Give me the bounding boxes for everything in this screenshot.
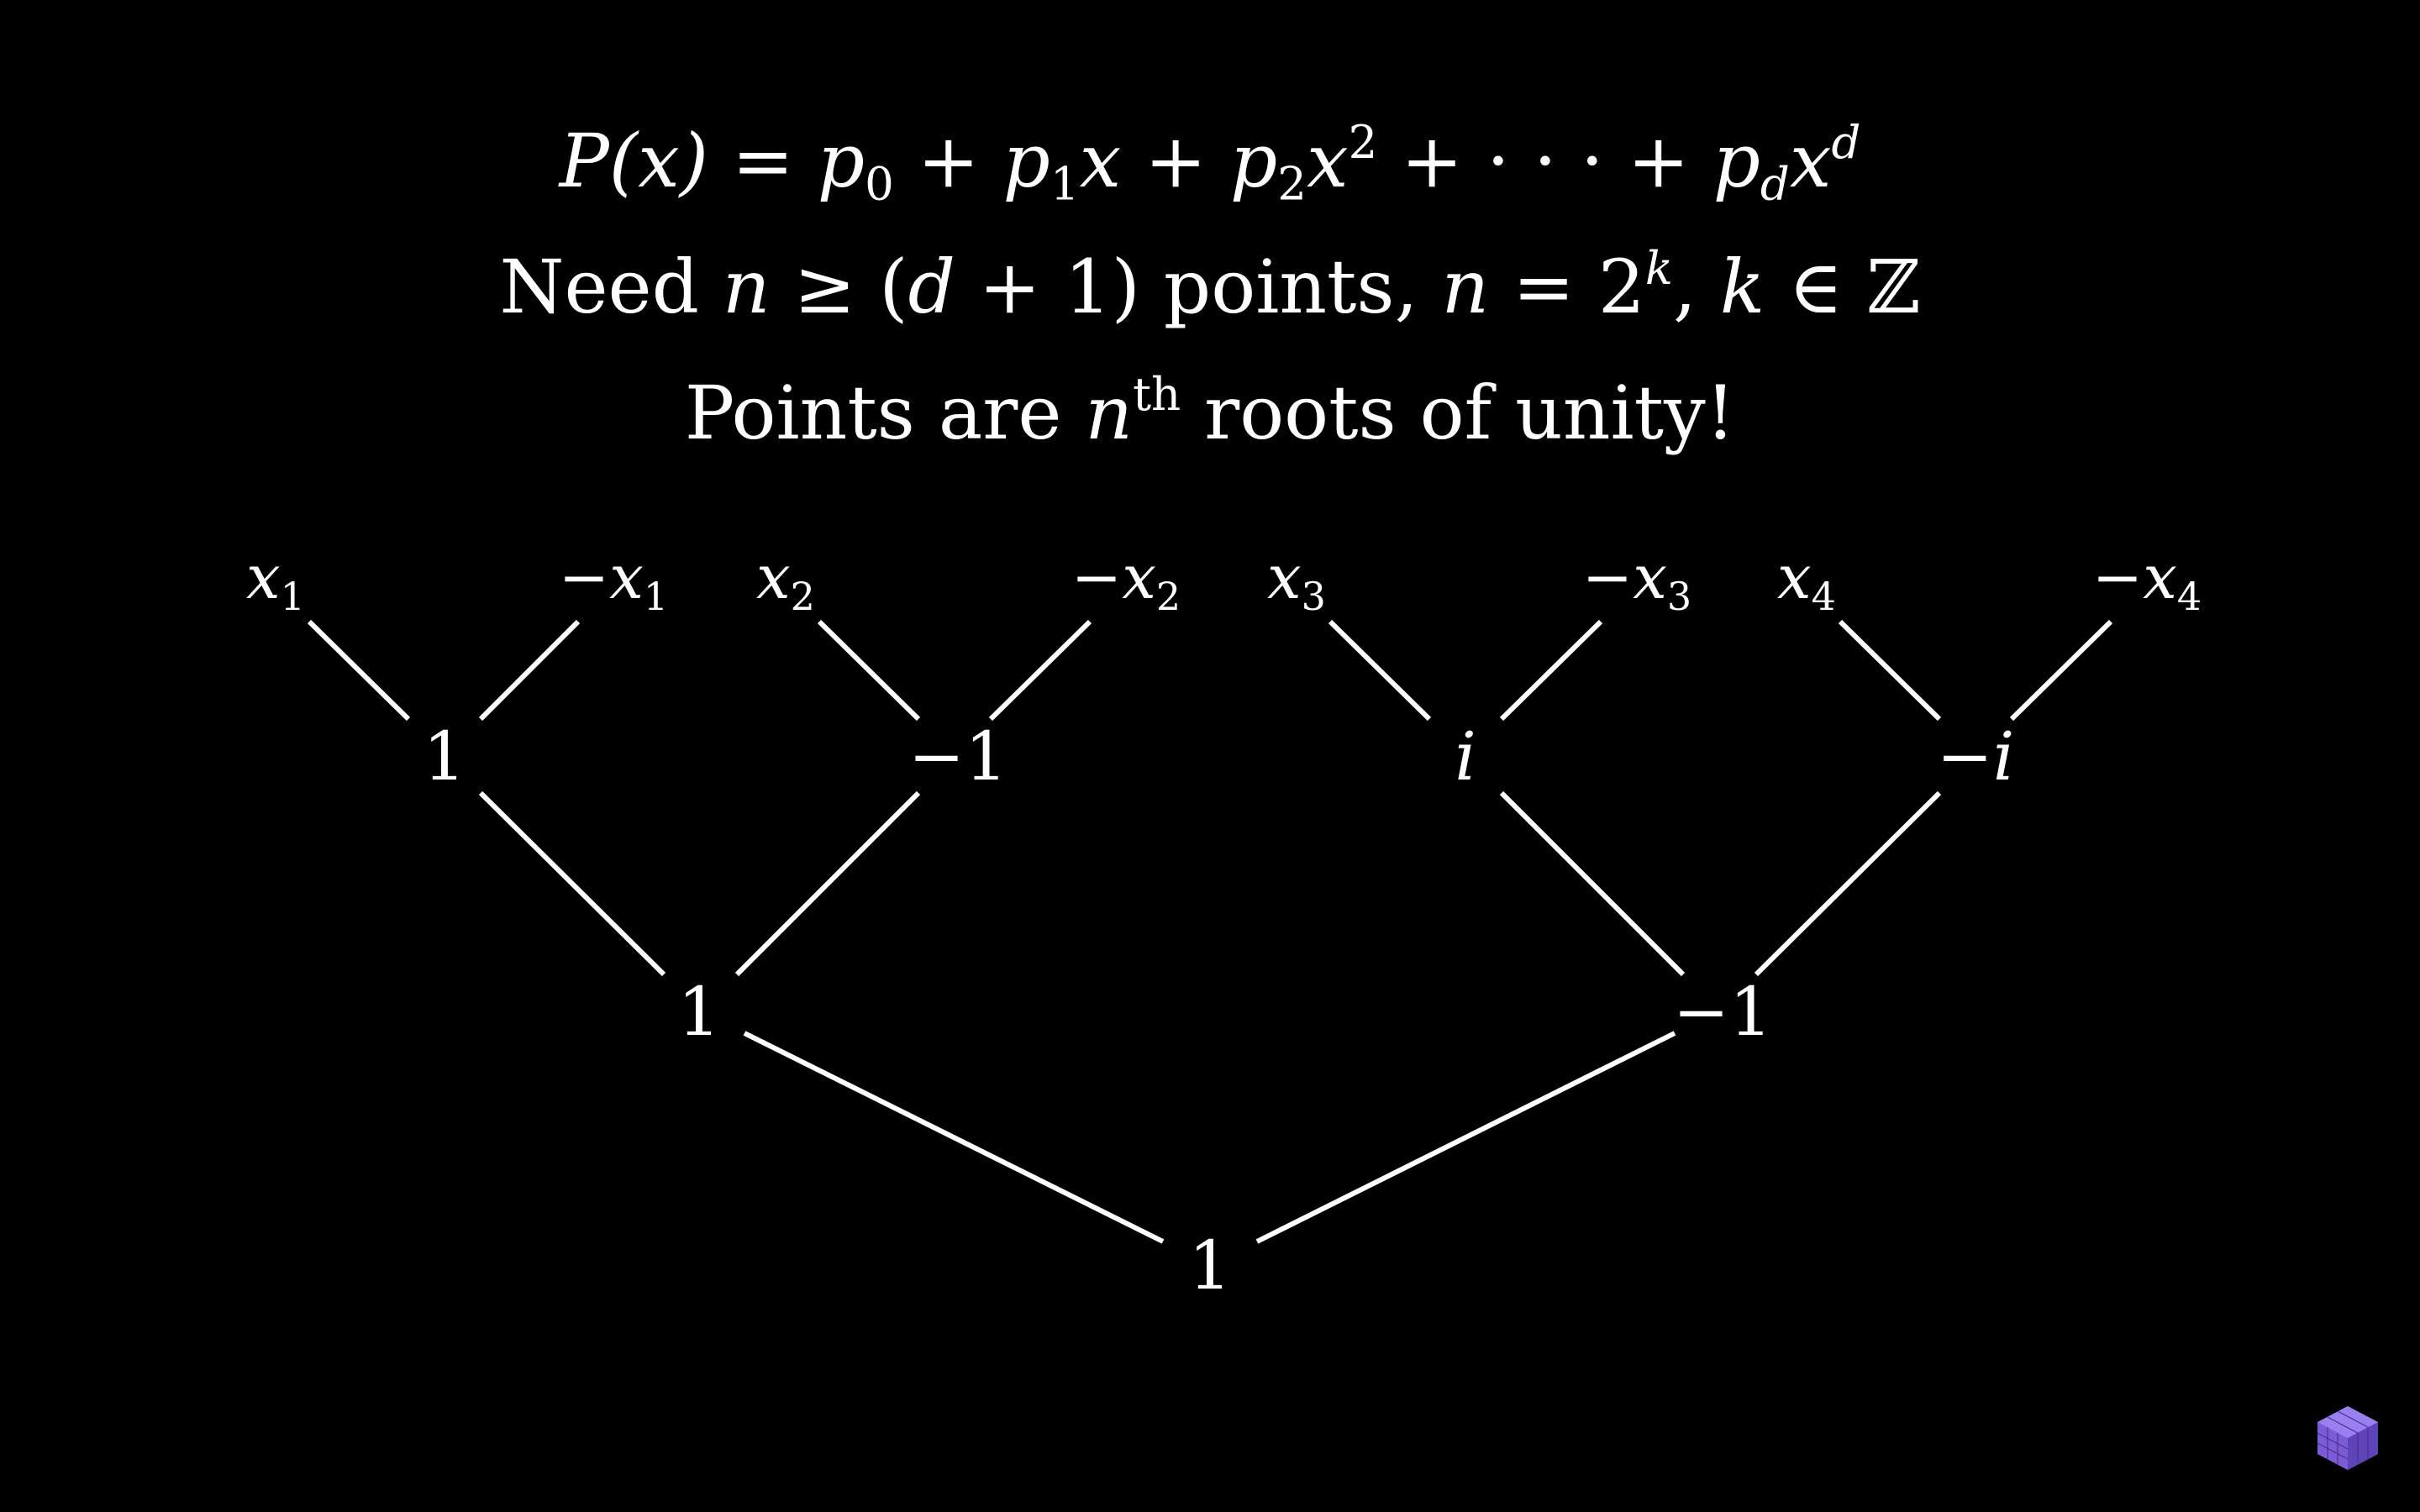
var-x: x	[609, 542, 644, 612]
term-xd: x	[1789, 118, 1832, 204]
var-n: n	[722, 244, 771, 330]
edge-negx1-to-1	[478, 619, 581, 722]
coef-p2: p	[1229, 118, 1278, 204]
var-x: x	[1777, 542, 1812, 612]
roots-prefix: Points are	[684, 370, 1086, 456]
minus-sign: −	[1071, 542, 1122, 612]
subscript: 1	[644, 574, 668, 619]
subscript: 1	[281, 574, 305, 619]
exp-2: 2	[1348, 115, 1378, 170]
edge-i-to-neg1	[1499, 790, 1686, 977]
edge-x2-to-neg1	[817, 619, 921, 722]
roots-suffix: roots of unity!	[1181, 370, 1736, 456]
subscript: 2	[1156, 574, 1181, 619]
top-label-neg-x1: −x1	[559, 542, 668, 619]
level2-node-0: 1	[424, 717, 466, 795]
minus-sign: −	[2092, 542, 2143, 612]
top-label-neg-x2: −x2	[1071, 542, 1181, 619]
level1-node-0: 1	[678, 973, 721, 1051]
edge-1-to-root	[743, 1031, 1165, 1244]
top-label-x2: x2	[756, 542, 815, 619]
level1-node-1: −1	[1673, 973, 1772, 1051]
requirement-line: Need n ≥ (d + 1) points, n = 2k, k ∈ ℤ	[0, 245, 2420, 324]
subscript: 3	[1667, 574, 1691, 619]
top-label-neg-x4: −x4	[2092, 542, 2202, 619]
tree-edges	[307, 619, 2113, 1244]
top-label-neg-x3: −x3	[1582, 542, 1691, 619]
plus-one-points: + 1) points,	[955, 244, 1442, 330]
subscript: 4	[2177, 574, 2202, 619]
th-superscript: th	[1133, 367, 1181, 422]
top-label-x3: x3	[1267, 542, 1326, 619]
geq-open: ≥ (	[770, 244, 908, 330]
top-label-x4: x4	[1777, 542, 1836, 619]
polynomial-equation: P(x) = p0 + p1x + p2x2 + · · · + pdxd	[0, 119, 2420, 207]
level2-node-3: −i	[1937, 717, 2015, 795]
subscript: 2	[791, 574, 815, 619]
equation-lhs: P(x) =	[559, 118, 818, 204]
var-n-2: n	[1441, 244, 1490, 330]
in-integers: ∈ ℤ	[1765, 244, 1921, 330]
edge-x1-to-1	[307, 619, 411, 722]
roots-line: Points are nth roots of unity!	[0, 371, 2420, 450]
top-label-x1: x1	[246, 542, 305, 619]
ellipsis: + · · · +	[1377, 118, 1713, 204]
equals-two: = 2	[1489, 244, 1645, 330]
edge-negx4-to-negi	[2009, 619, 2113, 722]
var-n-roots: n	[1085, 370, 1134, 456]
var-x: x	[2143, 542, 2177, 612]
need-word: Need	[499, 244, 723, 330]
var-x: x	[756, 542, 791, 612]
coef-pd: p	[1712, 118, 1760, 204]
exp-k: k	[1644, 241, 1673, 296]
term-x-plus: x +	[1079, 118, 1230, 204]
edge-negx2-to-neg1	[988, 619, 1092, 722]
coef-p2-sub: 2	[1277, 156, 1307, 211]
cube-logo-icon	[2317, 1406, 2378, 1470]
var-x: x	[1633, 542, 1667, 612]
edge-1-to-1	[478, 790, 666, 977]
coef-p0: p	[817, 118, 865, 204]
comma: ,	[1672, 244, 1720, 330]
var-x: x	[1122, 542, 1156, 612]
level2-node-2: i	[1455, 717, 1476, 795]
coef-p0-sub: 0	[865, 156, 894, 211]
coef-p1-sub: 1	[1050, 156, 1080, 211]
plus-1: +	[893, 118, 1003, 204]
subscript: 4	[1812, 574, 1836, 619]
var-x: x	[246, 542, 281, 612]
level1-labels: 1 −1	[678, 973, 1772, 1051]
coef-p1: p	[1002, 118, 1050, 204]
term-x2: x	[1306, 118, 1349, 204]
exp-d: d	[1831, 115, 1861, 170]
edge-x4-to-negi	[1838, 619, 1942, 722]
var-d: d	[908, 244, 955, 330]
coef-pd-sub: d	[1760, 156, 1790, 211]
edge-negi-to-neg1	[1754, 790, 1942, 977]
edge-neg1-to-1	[734, 790, 921, 977]
minus-sign: −	[559, 542, 609, 612]
subscript: 3	[1302, 574, 1326, 619]
edge-x3-to-i	[1328, 619, 1432, 722]
level2-node-1: −1	[908, 717, 1007, 795]
var-x: x	[1267, 542, 1302, 612]
var-k: k	[1719, 244, 1765, 330]
level2-labels: 1 −1 i −i	[424, 717, 2015, 795]
root-label-group: 1	[1189, 1226, 1232, 1305]
edge-negx3-to-i	[1499, 619, 1603, 722]
edge-neg1-to-root	[1255, 1031, 1676, 1244]
minus-sign: −	[1582, 542, 1633, 612]
root-node: 1	[1189, 1226, 1232, 1305]
